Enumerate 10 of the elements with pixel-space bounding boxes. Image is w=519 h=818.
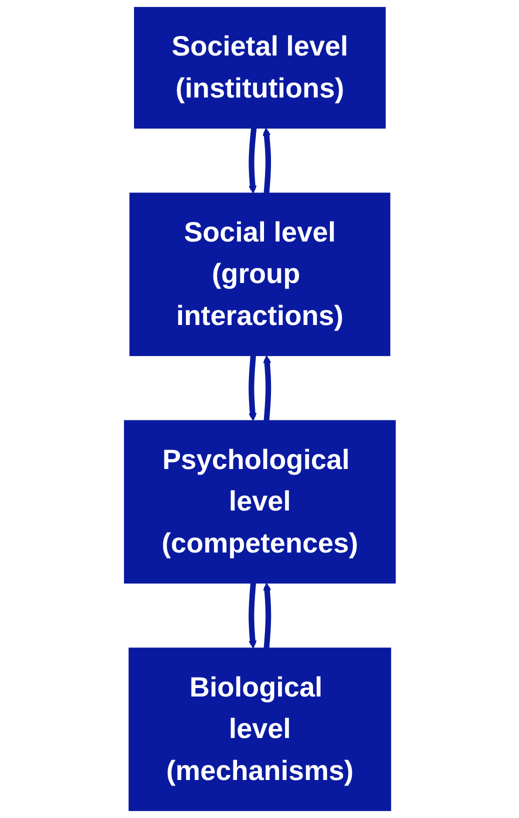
arrow — [262, 582, 271, 648]
arrow — [248, 355, 256, 421]
node-box: Social level (group interactions) — [129, 192, 390, 356]
arrow — [248, 128, 256, 194]
node-box: Psychological level (competences) — [124, 420, 396, 584]
arrow — [262, 355, 271, 421]
arrow — [248, 582, 256, 648]
node-box: Societal level (institutions) — [134, 6, 386, 129]
node-box: Biological level (mechanisms) — [128, 648, 391, 812]
arrow — [262, 128, 271, 194]
